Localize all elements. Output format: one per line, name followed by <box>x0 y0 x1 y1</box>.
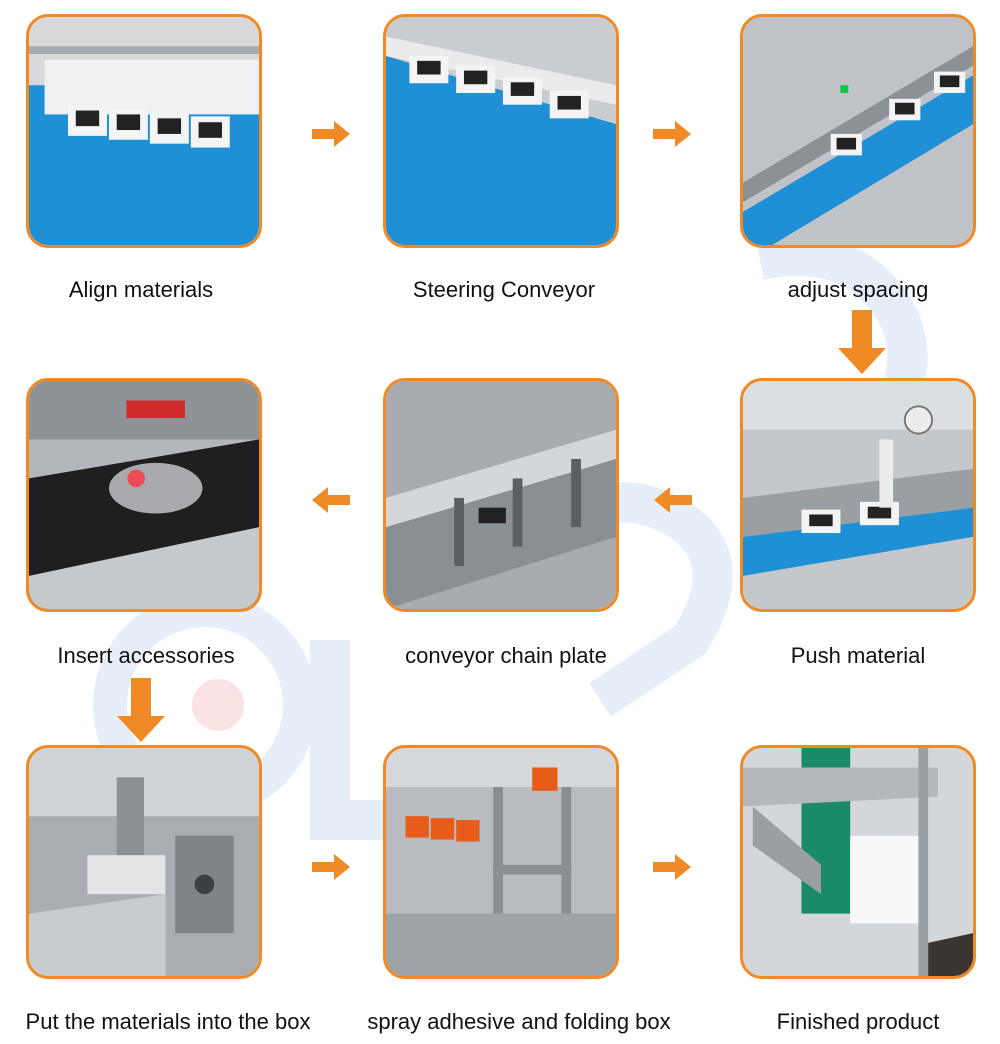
step-caption: Push material <box>790 643 926 668</box>
arrow-down-icon <box>838 310 886 374</box>
arrow-down-icon <box>117 678 165 742</box>
arrow-right-icon <box>653 121 691 147</box>
step-photo-finished-product <box>740 745 976 979</box>
arrow-right-icon <box>312 854 350 880</box>
step-caption: Insert accessories <box>57 643 235 668</box>
arrow-left-icon <box>654 487 692 513</box>
step-photo-push-material <box>740 378 976 612</box>
step-photo-conveyor-chain-plate <box>383 378 619 612</box>
step-photo-spray-adhesive-folding-box <box>383 745 619 979</box>
step-photo-adjust-spacing <box>740 14 976 248</box>
arrow-right-icon <box>653 854 691 880</box>
step-photo-align-materials <box>26 14 262 248</box>
step-caption: spray adhesive and folding box <box>367 1009 671 1034</box>
step-caption: Finished product <box>776 1009 940 1034</box>
step-caption: conveyor chain plate <box>405 643 607 668</box>
step-caption: adjust spacing <box>787 277 929 302</box>
step-caption: Put the materials into the box <box>25 1009 311 1034</box>
step-photo-steering-conveyor <box>383 14 619 248</box>
arrow-left-icon <box>312 487 350 513</box>
step-caption: Steering Conveyor <box>412 277 596 302</box>
arrow-right-icon <box>312 121 350 147</box>
step-photo-insert-accessories <box>26 378 262 612</box>
step-caption: Align materials <box>68 277 214 302</box>
step-photo-put-into-box <box>26 745 262 979</box>
